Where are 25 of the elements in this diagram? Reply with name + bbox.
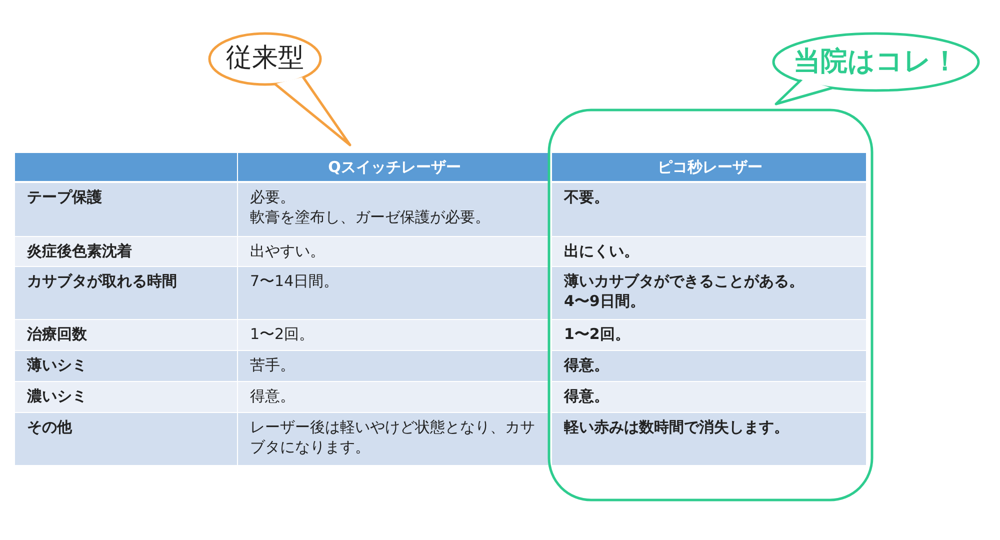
row-heading-cell: 炎症後色素沈着 <box>15 237 237 266</box>
table-cell: 必要。軟膏を塗布し、ガーゼ保護が必要。 <box>238 183 549 236</box>
row-heading-cell: 薄いシミ <box>15 351 237 381</box>
row-heading-cell: その他 <box>15 413 237 465</box>
table-cell: 軽い赤みは数時間で消失します。 <box>552 413 866 465</box>
table-cell: 出やすい。 <box>238 237 549 266</box>
table-cell: 薄いカサブタができることがある。4〜9日間。 <box>552 267 866 319</box>
table-cell: レーザー後は軽いやけど状態となり、カサブタになります。 <box>238 413 549 465</box>
table-cell: 1〜2回。 <box>552 320 866 350</box>
table-cell: 出にくい。 <box>552 237 866 266</box>
table-cell: 得意。 <box>552 382 866 412</box>
callout-text: 従来型 <box>225 42 305 76</box>
row-heading-cell: 治療回数 <box>15 320 237 350</box>
table-cell: 1〜2回。 <box>238 320 549 350</box>
table-cell: 得意。 <box>552 351 866 381</box>
row-heading-cell: カサブタが取れる時間 <box>15 267 237 319</box>
table-cell: 不要。 <box>552 183 866 236</box>
callout-text: 当院はコレ！ <box>792 45 960 80</box>
table-cell: 7〜14日間。 <box>238 267 549 319</box>
header-cell: Qスイッチレーザー <box>238 153 549 181</box>
table-cell: 得意。 <box>238 382 549 412</box>
row-heading-cell: 濃いシミ <box>15 382 237 412</box>
table-cell: 苦手。 <box>238 351 549 381</box>
header-cell: ピコ秒レーザー <box>552 153 866 181</box>
row-heading-cell: テープ保護 <box>15 183 237 236</box>
